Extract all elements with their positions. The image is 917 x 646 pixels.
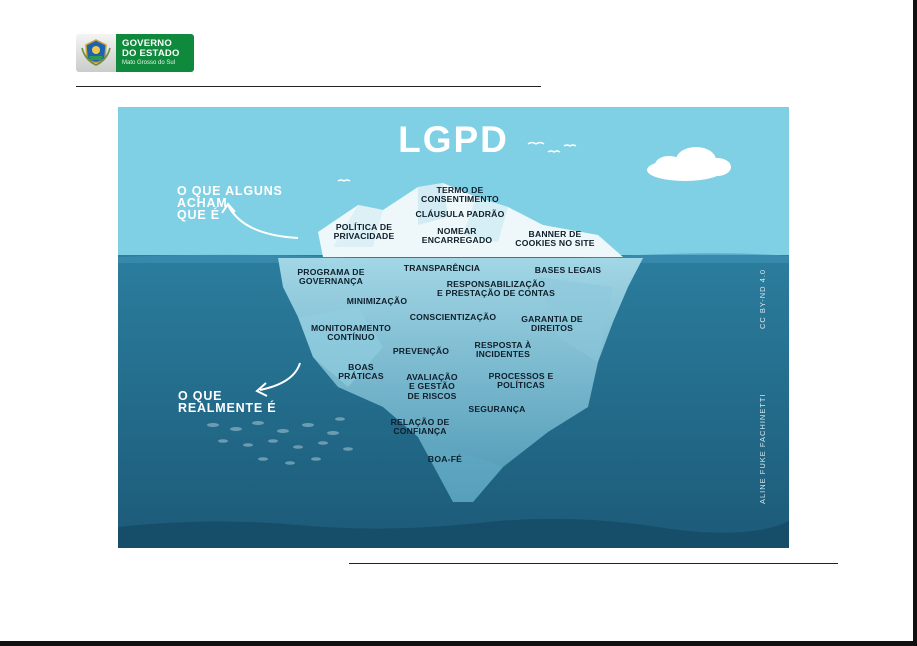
item-line: CONSENTIMENTO — [421, 194, 499, 205]
item-line: CONSCIENTIZAÇÃO — [409, 312, 497, 322]
item-monitoramento-continuo: MONITORAMENTO CONTÍNUO — [310, 323, 392, 343]
iceberg-illustration — [118, 107, 789, 548]
item-line: DE RISCOS — [407, 390, 457, 401]
above-water-caption: O QUE ALGUNS ACHAM QUE É — [177, 184, 283, 222]
item-minimizacao: MINIMIZAÇÃO — [346, 296, 408, 306]
item-line: INCIDENTES — [475, 349, 531, 360]
item-transparencia: TRANSPARÊNCIA — [403, 263, 481, 273]
item-line: CONFIANÇA — [393, 426, 447, 437]
page-border-right — [913, 0, 917, 646]
item-conscientizacao: CONSCIENTIZAÇÃO — [409, 312, 497, 322]
sea-floor — [118, 518, 789, 548]
logo-line-1: GOVERNO — [122, 38, 172, 49]
item-line: BOAS — [348, 362, 374, 372]
item-processos-politicas: PROCESSOS E POLÍTICAS — [488, 371, 554, 391]
item-resposta-incidentes: RESPOSTA À INCIDENTES — [474, 340, 532, 360]
item-line: DIREITOS — [530, 323, 574, 334]
footer-rule — [349, 563, 838, 564]
below-water-caption: O QUE REALMENTE É — [178, 389, 277, 415]
item-politica-privacidade: POLÍTICA DE PRIVACIDADE — [333, 222, 395, 242]
arrow-down-icon — [255, 362, 301, 397]
item-termo-consentimento: TERMO DE CONSENTIMENTO — [421, 185, 499, 205]
above-caption-line: O QUE ALGUNS — [177, 184, 283, 198]
item-line: RESPONSABILIZAÇÃO — [446, 279, 546, 289]
item-line: AVALIAÇÃO — [406, 372, 458, 382]
item-line: TRANSPARÊNCIA — [403, 263, 481, 273]
arrow-up-icon — [221, 202, 299, 239]
item-clausula-padrao: CLÁUSULA PADRÃO — [415, 209, 505, 219]
government-logo: GOVERNO DO ESTADO Mato Grosso do Sul — [76, 34, 194, 72]
above-caption-line: ACHAM — [177, 196, 228, 210]
page-border-bottom — [0, 641, 917, 646]
item-boa-fe: BOA-FÉ — [427, 454, 463, 464]
item-line: E PRESTAÇÃO DE CONTAS — [437, 288, 555, 299]
fish-school — [207, 417, 353, 465]
item-line: E GESTÃO — [408, 381, 456, 392]
birds — [337, 141, 577, 182]
item-avaliacao-gestao-riscos: AVALIAÇÃO E GESTÃO DE RISCOS — [406, 372, 458, 401]
item-banner-cookies: BANNER DE COOKIES NO SITE — [515, 229, 595, 249]
item-relacao-confianca: RELAÇÃO DE CONFIANÇA — [390, 417, 450, 437]
lgpd-iceberg-infographic: LGPD O QUE ALGUNS ACHAM QUE É O QUE REAL… — [118, 107, 789, 548]
logo-line-2: DO ESTADO — [122, 48, 180, 59]
item-line: BOA-FÉ — [427, 454, 463, 464]
item-line: RELAÇÃO DE — [390, 417, 450, 427]
item-line: SEGURANÇA — [468, 404, 526, 414]
state-coat-of-arms-icon — [76, 34, 116, 72]
item-line: BASES LEGAIS — [534, 265, 602, 275]
item-bases-legais: BASES LEGAIS — [534, 265, 602, 275]
item-line: MINIMIZAÇÃO — [346, 296, 408, 306]
item-line: GOVERNANÇA — [298, 276, 364, 287]
item-line: GARANTIA DE — [521, 314, 583, 324]
above-caption-line: QUE É — [177, 208, 220, 222]
item-line: PRÁTICAS — [338, 371, 384, 382]
item-line: MONITORAMENTO — [310, 323, 392, 333]
item-line: POLÍTICA DE — [335, 222, 393, 232]
item-line: BANNER DE — [528, 229, 582, 239]
item-line: TERMO DE — [436, 185, 484, 195]
header-rule — [76, 86, 541, 87]
item-line: PROGRAMA DE — [297, 267, 365, 277]
item-line: ENCARREGADO — [421, 235, 493, 246]
below-caption-line: O QUE — [178, 389, 223, 403]
infographic-title: LGPD — [398, 119, 509, 160]
item-line: CONTÍNUO — [327, 332, 375, 343]
item-line: RESPOSTA À — [474, 340, 532, 350]
item-line: PRIVACIDADE — [333, 231, 395, 242]
item-line: PROCESSOS E — [488, 371, 554, 381]
license-text: CC BY-ND 4.0 — [758, 268, 767, 329]
item-line: NOMEAR — [437, 226, 477, 236]
cloud — [647, 147, 731, 181]
item-programa-governanca: PROGRAMA DE GOVERNANÇA — [297, 267, 365, 287]
item-prevencao: PREVENÇÃO — [392, 346, 450, 356]
item-seguranca: SEGURANÇA — [468, 404, 526, 414]
logo-line-3: Mato Grosso do Sul — [122, 60, 176, 66]
item-line: PREVENÇÃO — [392, 346, 450, 356]
below-caption-line: REALMENTE É — [178, 401, 277, 415]
item-line: POLÍTICAS — [497, 380, 545, 391]
item-responsabilizacao: RESPONSABILIZAÇÃO E PRESTAÇÃO DE CONTAS — [437, 279, 555, 299]
logo-text-panel — [116, 34, 194, 72]
iceberg-underwater — [278, 258, 643, 502]
item-line: CLÁUSULA PADRÃO — [415, 209, 505, 219]
item-boas-praticas: BOAS PRÁTICAS — [338, 362, 384, 382]
item-garantia-direitos: GARANTIA DE DIREITOS — [521, 314, 583, 334]
author-credit: ALINE FUKE FACHINETTI — [758, 393, 767, 504]
item-nomear-encarregado: NOMEAR ENCARREGADO — [421, 226, 493, 246]
item-line: COOKIES NO SITE — [515, 238, 595, 249]
